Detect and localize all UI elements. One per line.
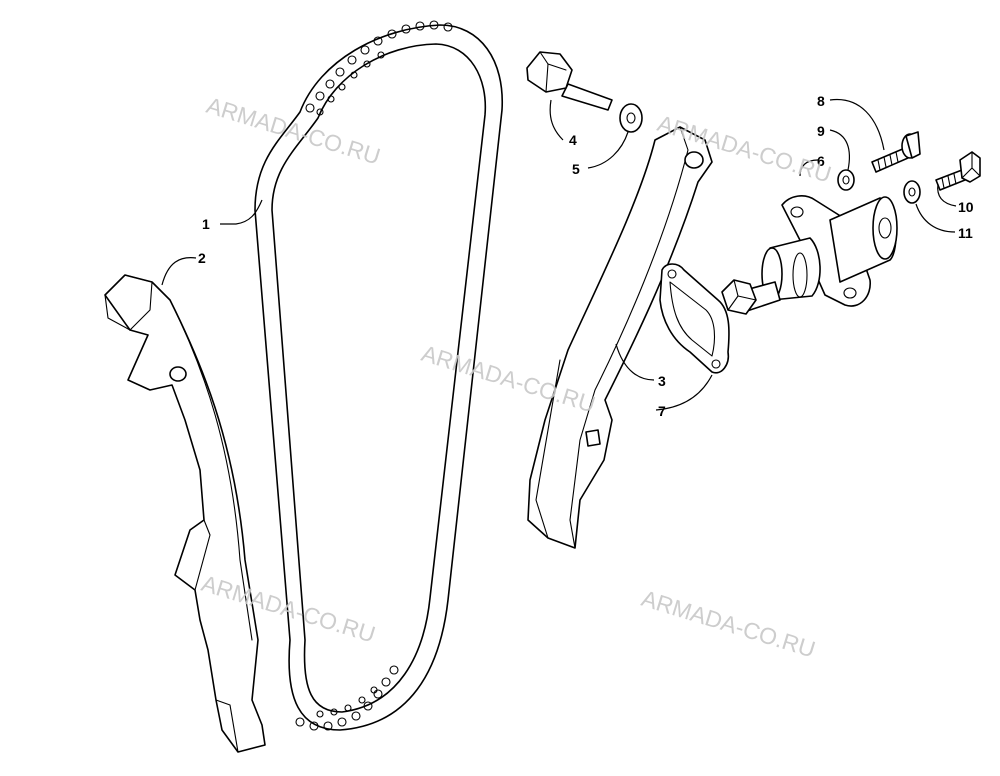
leader-10 [937,183,957,207]
callout-10: 10 [958,199,974,215]
timing-chain [254,20,503,731]
callout-3: 3 [658,373,666,389]
callout-labels: 1 2 3 4 5 6 7 8 9 10 11 [198,93,974,419]
bolt-4 [526,51,613,111]
chain-tensioner-assembly [721,195,898,315]
washer-11 [903,180,921,204]
gasket-7 [659,263,730,374]
leader-5 [587,131,629,169]
leader-6 [799,159,819,177]
leader-11 [915,203,956,233]
bolt-8 [871,131,921,173]
callout-2: 2 [198,250,206,266]
washer-9 [837,169,855,191]
callout-1: 1 [202,216,210,232]
washer-5 [619,103,643,133]
callout-4: 4 [569,132,577,148]
leader-lines [161,98,957,411]
bolt-10 [935,151,981,191]
leader-1 [220,199,263,225]
leader-7 [655,374,713,411]
callout-7: 7 [658,403,666,419]
callout-6: 6 [817,153,825,169]
leader-2 [161,257,197,286]
callout-5: 5 [572,161,580,177]
chain-guide-left [104,274,266,753]
callout-9: 9 [817,123,825,139]
callout-8: 8 [817,93,825,109]
leader-8 [829,98,885,151]
leader-3 [615,343,655,381]
leader-9 [829,129,851,171]
leader-4 [549,99,564,141]
tensioner-arm [527,126,713,549]
callout-11: 11 [958,225,973,241]
watermark-5: ARMADA-CO.RU [639,585,819,663]
